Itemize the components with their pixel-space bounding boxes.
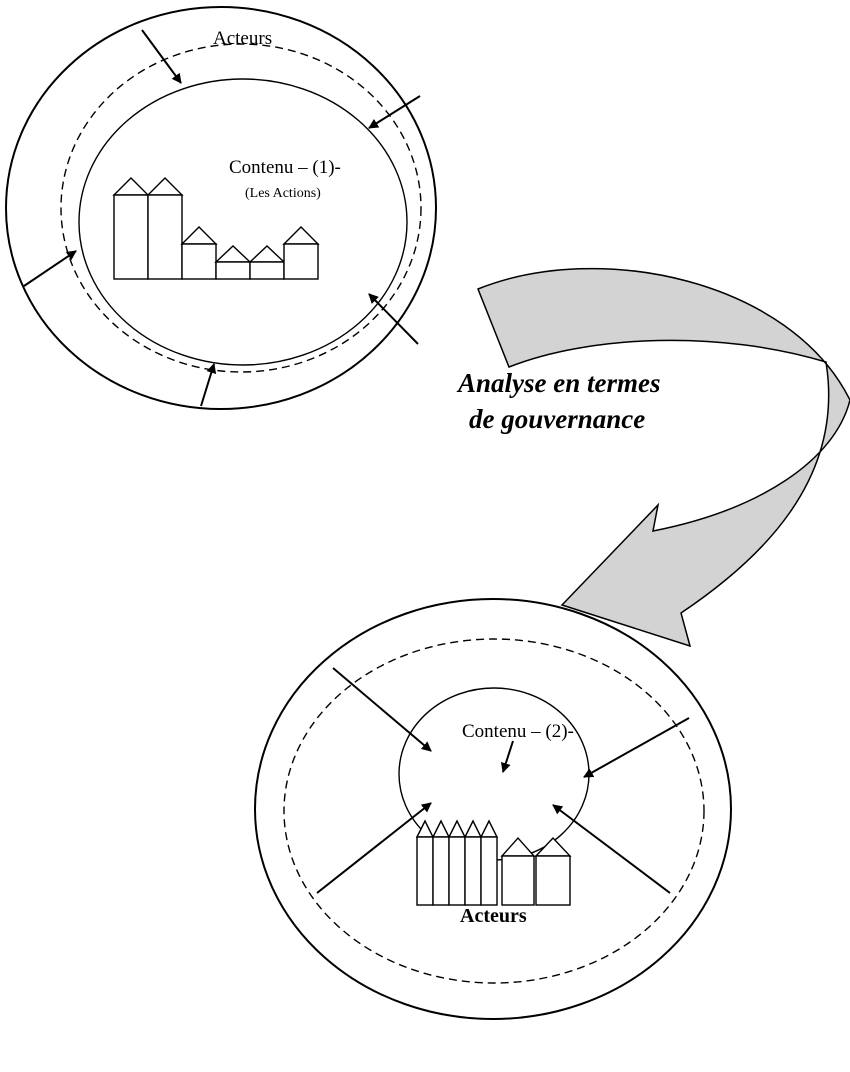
bottom-actors-label: Acteurs bbox=[460, 905, 527, 927]
building bbox=[480, 836, 498, 906]
top-arrow-3 bbox=[23, 250, 77, 287]
building bbox=[113, 194, 149, 280]
building bbox=[534, 836, 572, 857]
top-buildings bbox=[112, 177, 320, 280]
building bbox=[535, 855, 571, 906]
top-outer-ring bbox=[5, 6, 437, 410]
top-arrow-4 bbox=[368, 293, 419, 345]
building bbox=[432, 836, 450, 906]
building bbox=[479, 819, 499, 838]
building bbox=[416, 836, 434, 906]
building bbox=[283, 243, 319, 280]
bottom-diagram: Contenu – (2)- Acteurs bbox=[254, 598, 732, 1020]
top-inner-circle bbox=[78, 78, 408, 366]
building bbox=[146, 177, 184, 196]
bottom-arrow-1 bbox=[332, 667, 432, 752]
bottom-buildings bbox=[415, 819, 572, 906]
transition-curved-arrow bbox=[477, 267, 850, 648]
building bbox=[249, 261, 285, 280]
building bbox=[500, 836, 536, 857]
building bbox=[181, 243, 217, 280]
bottom-outer-ring bbox=[254, 598, 732, 1020]
top-actors-label: Acteurs bbox=[213, 28, 272, 49]
building bbox=[282, 226, 320, 245]
building bbox=[112, 177, 150, 196]
bottom-arrow-3 bbox=[316, 802, 432, 894]
transition-text-line2: de gouvernance bbox=[469, 404, 645, 434]
top-arrow-1 bbox=[141, 29, 182, 84]
top-diagram: Acteurs Contenu – (1)- (Les Actions) bbox=[5, 6, 437, 410]
building bbox=[147, 194, 183, 280]
bottom-dashed-ring bbox=[283, 638, 705, 984]
bottom-arrow-5 bbox=[501, 740, 514, 773]
building bbox=[180, 226, 218, 245]
building bbox=[463, 819, 483, 838]
top-arrow-2 bbox=[368, 95, 421, 129]
building bbox=[501, 855, 535, 906]
building bbox=[448, 836, 466, 906]
top-arrow-5 bbox=[200, 363, 217, 407]
bottom-content-label: Contenu – (2)- bbox=[462, 721, 574, 742]
building bbox=[215, 261, 251, 280]
building bbox=[248, 245, 286, 263]
bottom-arrow-2 bbox=[583, 717, 690, 778]
bottom-arrow-4 bbox=[552, 804, 671, 894]
top-content-sublabel: (Les Actions) bbox=[245, 186, 321, 201]
top-content-label: Contenu – (1)- bbox=[229, 157, 341, 178]
building bbox=[415, 819, 435, 838]
building bbox=[431, 819, 451, 838]
building bbox=[464, 836, 482, 906]
building bbox=[447, 819, 467, 838]
building bbox=[214, 245, 252, 263]
transition-text-line1: Analyse en termes bbox=[456, 368, 661, 398]
top-dashed-ring bbox=[60, 43, 422, 373]
